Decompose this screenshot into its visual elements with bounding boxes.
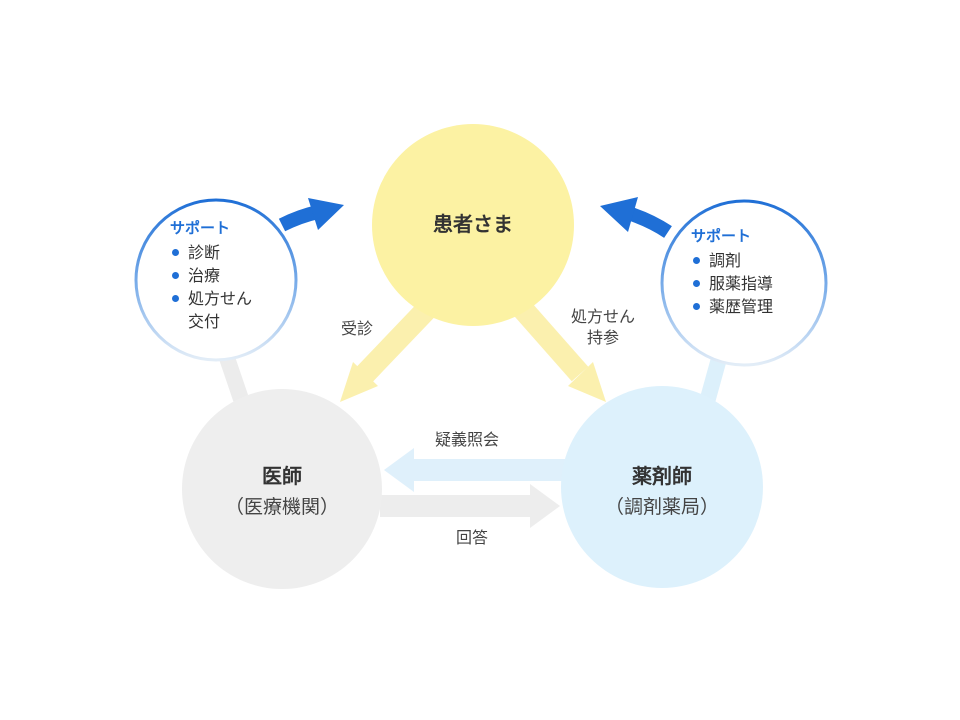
doctor-support-circle xyxy=(134,198,298,362)
patient-circle xyxy=(372,124,574,326)
doctor-support: サポート 診断 治療 処方せん 交付 xyxy=(170,217,290,333)
doctor-support-title: サポート xyxy=(170,219,231,237)
pharmacist-sublabel: （調剤薬局） xyxy=(604,496,719,518)
doctor-circle xyxy=(182,389,382,589)
answer-label: 回答 xyxy=(455,528,488,547)
visit-arrow xyxy=(340,300,436,402)
pharmacist-support-list: 調剤 服薬指導 薬歴管理 xyxy=(691,249,811,318)
pharmacist-support-item: 調剤 xyxy=(691,249,811,272)
pharmacist-support-item: 服薬指導 xyxy=(691,272,811,295)
bullet-icon xyxy=(172,249,179,256)
prescription-label: 処方せん 持参 xyxy=(558,306,648,348)
bullet-icon xyxy=(693,280,700,287)
answer-arrow xyxy=(380,484,560,528)
prescription-label-line2: 持参 xyxy=(586,328,619,347)
pharmacist-support-title: サポート xyxy=(691,227,752,245)
doctor-support-arrow xyxy=(278,198,344,232)
pharmacist-support-arrow xyxy=(600,197,672,238)
bullet-icon xyxy=(172,272,179,279)
visit-label: 受診 xyxy=(340,319,373,338)
pharmacist-label: 薬剤師 xyxy=(632,464,692,488)
inquiry-arrow xyxy=(384,448,570,492)
pharmacist-support-item: 薬歴管理 xyxy=(691,295,811,318)
bullet-icon xyxy=(693,257,700,264)
doctor-support-item: 診断 xyxy=(170,241,290,264)
bullet-icon xyxy=(693,303,700,310)
doctor-support-list: 診断 治療 処方せん 交付 xyxy=(170,241,290,333)
doctor-support-item: 処方せん 交付 xyxy=(170,287,290,333)
pharmacist-support-circle xyxy=(660,199,828,367)
doctor-label: 医師 xyxy=(262,464,302,488)
pharmacist-support: サポート 調剤 服薬指導 薬歴管理 xyxy=(691,225,811,318)
prescription-label-line1: 処方せん xyxy=(570,307,635,326)
pharmacist-support-connector xyxy=(699,347,728,410)
doctor-sublabel: （医療機関） xyxy=(224,496,339,518)
doctor-support-item: 治療 xyxy=(170,264,290,287)
inquiry-label: 疑義照会 xyxy=(434,430,499,449)
prescription-arrow xyxy=(511,298,606,402)
patient-label: 患者さま xyxy=(433,212,513,236)
pharmacist-circle xyxy=(561,386,763,588)
bullet-icon xyxy=(172,295,179,302)
